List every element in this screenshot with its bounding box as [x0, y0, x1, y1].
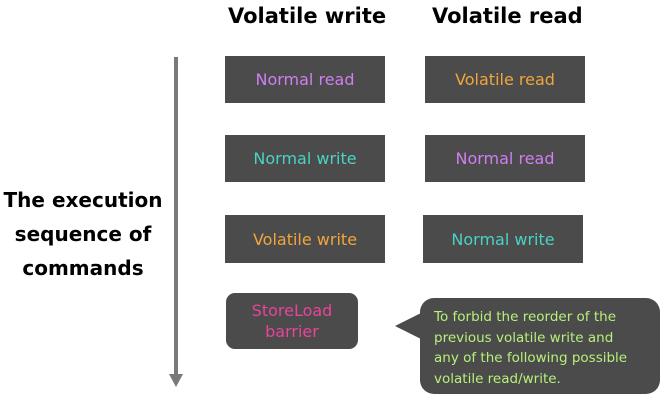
down-arrow-icon [169, 374, 183, 387]
volatile-write-step-volatile-write: Volatile write [225, 215, 385, 263]
callout-pointer [395, 313, 421, 339]
volatile-read-step-normal-read: Normal read [425, 135, 585, 182]
volatile-read-step-normal-write: Normal write [423, 215, 583, 263]
execution-sequence-label-line-3: commands [22, 256, 144, 280]
volatile-write-column-header: Volatile write [228, 4, 387, 28]
volatile-read-step-volatile-read: Volatile read [425, 56, 585, 103]
callout-line-3: any of the following possible [434, 350, 628, 366]
execution-sequence-arrow-shaft [174, 57, 178, 377]
execution-sequence-label-line-2: sequence of [14, 222, 152, 246]
storeload-barrier-line-1: StoreLoad [251, 301, 333, 320]
volatile-write-step-normal-write: Normal write [225, 135, 385, 182]
volatile-read-column-header: Volatile read [432, 4, 583, 28]
storeload-barrier-line-2: barrier [265, 322, 319, 341]
execution-sequence-label-line-1: The execution [3, 188, 163, 212]
barrier-explanation-callout: To forbid the reorder of the previous vo… [420, 298, 660, 394]
execution-sequence-label: The execution sequence of commands [0, 183, 166, 285]
volatile-write-step-normal-read: Normal read [225, 56, 385, 103]
callout-line-1: To forbid the reorder of the [434, 309, 616, 325]
storeload-barrier-box: StoreLoad barrier [226, 293, 358, 349]
callout-line-2: previous volatile write and [434, 329, 614, 346]
callout-line-4: volatile read/write. [434, 370, 561, 387]
